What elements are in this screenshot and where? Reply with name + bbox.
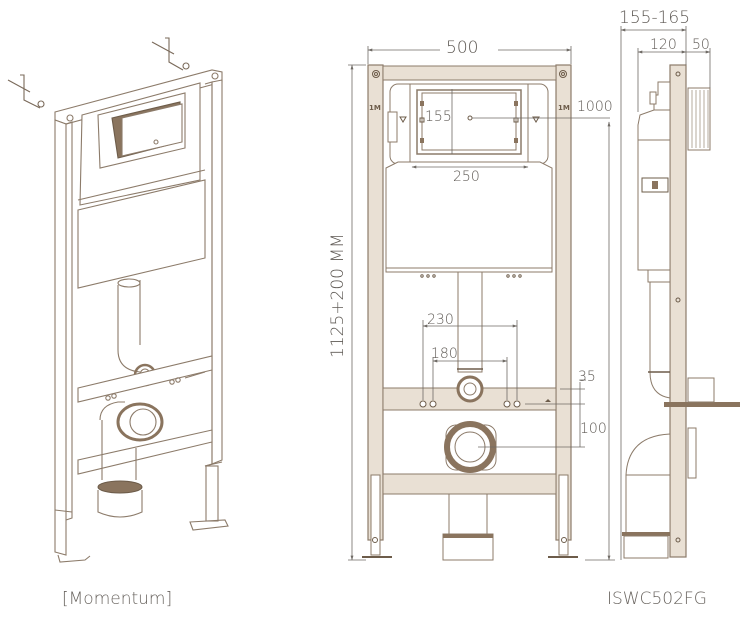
wall-anchor-right <box>151 37 190 71</box>
dim-stud-spacing-inner: 180 <box>431 346 458 362</box>
dim-stud-spacing-outer: 230 <box>427 312 454 328</box>
dim-height: 1125+200 MM <box>328 233 348 358</box>
dim-width: 500 <box>446 38 479 58</box>
dim-outlet-offset: 100 <box>580 421 607 437</box>
isometric-view <box>7 37 229 563</box>
dim-button-center-height: 1000 <box>577 99 613 115</box>
dim-depth-frame: 120 <box>650 37 677 53</box>
dim-depth-plate: 50 <box>692 37 710 53</box>
dim-stud-offset: 35 <box>578 369 596 385</box>
front-view <box>348 46 615 561</box>
model-caption: ISWC502FG <box>607 589 707 609</box>
dim-button-height: 155 <box>425 109 452 125</box>
wall-anchor-left <box>7 74 45 109</box>
dim-button-width: 250 <box>453 169 480 185</box>
side-view <box>620 26 740 560</box>
dimension-lines <box>348 46 615 561</box>
brand-caption: [Momentum] <box>62 589 173 609</box>
level-mark-left: 1M <box>369 104 381 112</box>
dim-depth-range: 155-165 <box>619 8 691 28</box>
level-mark-right: 1M <box>558 104 570 112</box>
